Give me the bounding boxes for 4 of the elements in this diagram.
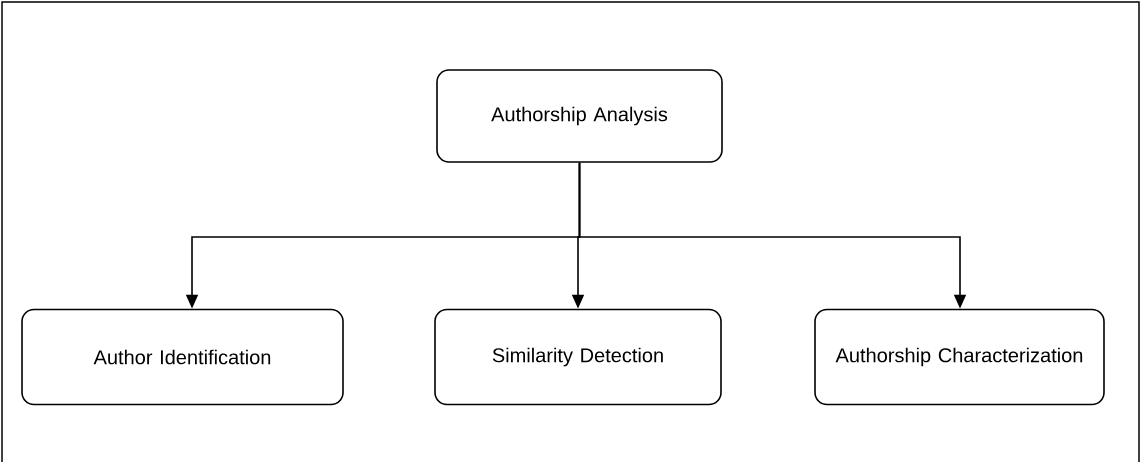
process-box: Authorship Analysis: [436, 69, 723, 163]
process-box: Authorship Characterization: [814, 308, 1105, 406]
process-box: Author Identification: [21, 308, 344, 406]
process-box: Similarity Detection: [434, 308, 722, 406]
